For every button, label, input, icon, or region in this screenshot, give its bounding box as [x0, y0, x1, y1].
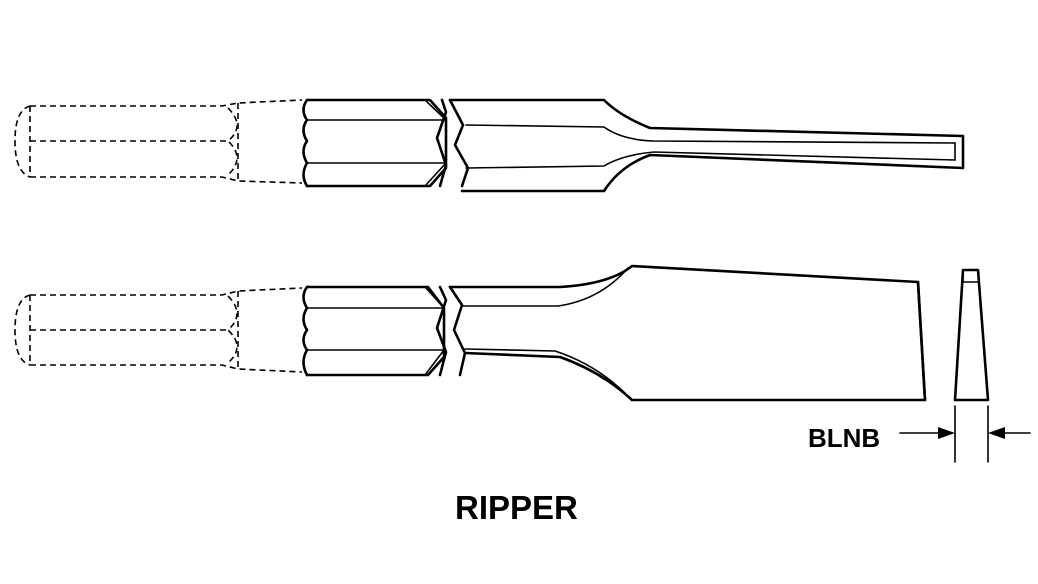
ripper-top-view: [14, 98, 965, 193]
dimension-label: BLNB: [808, 423, 880, 453]
bottom-shank-phantom: [14, 287, 303, 373]
edge-profile-view: [953, 268, 990, 463]
top-blade: [448, 98, 965, 193]
bottom-break-line-2: [448, 285, 467, 377]
top-shank-phantom: [14, 99, 303, 184]
ripper-bottom-view: [14, 264, 1031, 463]
bottom-blade: [448, 264, 927, 402]
top-hex-collar: [302, 98, 448, 188]
top-break-line: [435, 98, 448, 188]
top-break-line-2: [448, 98, 470, 188]
bottom-hex-collar: [302, 285, 446, 377]
bottom-break-line: [435, 285, 448, 377]
dimension-arrows: [899, 427, 1031, 439]
diagram-title: RIPPER: [455, 489, 578, 526]
